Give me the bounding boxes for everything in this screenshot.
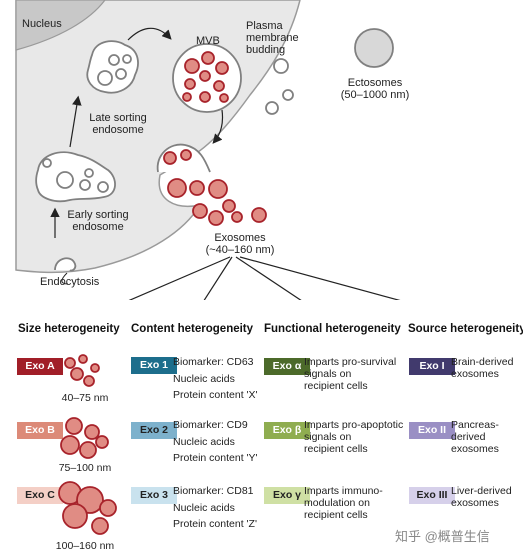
- header-functional: Functional heterogeneity: [264, 323, 401, 335]
- exo-ii-line1: Pancreas-: [451, 419, 499, 431]
- badge-exo-beta: Exo β: [264, 422, 310, 439]
- mvb-arrow: [127, 27, 172, 41]
- range-exo-c: 100–160 nm: [55, 540, 115, 552]
- exo-2-line3: Protein content 'Y': [173, 452, 258, 464]
- exosomes-size: (~40–160 nm): [205, 244, 275, 256]
- badge-exo-2: Exo 2: [131, 422, 177, 439]
- badge-exo-a: Exo A: [17, 358, 63, 375]
- watermark: 知乎 @概普生信: [395, 529, 490, 544]
- exo-iii-line2: exosomes: [451, 497, 499, 509]
- exo-3-line3: Protein content 'Z': [173, 518, 257, 530]
- badge-exo-b: Exo B: [17, 422, 63, 439]
- exo-i-line1: Brain-derived: [451, 356, 514, 368]
- exo-2-line1: Biomarker: CD9: [173, 419, 248, 431]
- exo-alpha-line3: recipient cells: [304, 380, 368, 392]
- exo-3-line2: Nucleic acids: [173, 502, 235, 514]
- plasma-membrane-label-2: membrane: [246, 32, 299, 44]
- plasma-membrane-label-1: Plasma: [246, 20, 283, 32]
- header-source: Source heterogeneity: [408, 323, 523, 335]
- exo-iii-line1: Liver-derived: [451, 485, 512, 497]
- badge-exo-1: Exo 1: [131, 357, 177, 374]
- nucleus: [15, 0, 106, 51]
- early-endosome-label-2: endosome: [72, 221, 124, 233]
- exo-gamma-line3: recipient cells: [304, 509, 368, 521]
- badge-exo-gamma: Exo γ: [264, 487, 310, 504]
- endocytosis-arrow: [61, 272, 69, 285]
- badge-exo-3: Exo 3: [131, 487, 177, 504]
- late-sorting-endosome: [86, 40, 139, 94]
- released-exosomes: [163, 149, 267, 226]
- endocytosis-label: Endocytosis: [40, 276, 100, 288]
- exo-beta-line2: signals on: [304, 431, 352, 443]
- exo-beta-line1: Imparts pro-apoptotic: [304, 419, 404, 431]
- header-content: Content heterogeneity: [131, 323, 254, 335]
- exo-2-line2: Nucleic acids: [173, 436, 235, 448]
- exo-gamma-line1: Imparts immuno-: [304, 485, 383, 497]
- biogenesis-diagram: [15, 0, 401, 300]
- ectosomes-size: (50–1000 nm): [340, 89, 410, 101]
- exo-ii-line2: derived: [451, 431, 486, 443]
- badge-exo-c: Exo C: [17, 487, 63, 504]
- nucleus-label: Nucleus: [22, 18, 62, 30]
- size-vesicles: [58, 354, 117, 535]
- badge-exo-alpha: Exo α: [264, 358, 310, 375]
- late-endosome-label-2: endosome: [92, 124, 144, 136]
- exo-i-line2: exosomes: [451, 368, 499, 380]
- fusion-arrow: [212, 109, 224, 144]
- range-exo-a: 40–75 nm: [61, 392, 109, 404]
- ectosome: [354, 28, 394, 68]
- exo-gamma-line2: modulation on: [304, 497, 370, 509]
- badge-exo-ii: Exo II: [409, 422, 455, 439]
- early-endosome-label-1: Early sorting: [67, 209, 129, 221]
- early-sorting-endosome: [35, 151, 116, 203]
- mvb-label: MVB: [196, 35, 220, 47]
- plasma-membrane-label-3: budding: [246, 44, 286, 56]
- exo-ii-line3: exosomes: [451, 443, 499, 455]
- exo-alpha-line1: Imparts pro-survival: [304, 356, 397, 368]
- exosomes-label: Exosomes: [214, 232, 266, 244]
- late-arrow: [69, 95, 82, 148]
- range-exo-b: 75–100 nm: [58, 462, 112, 474]
- exo-1-line3: Protein content 'X': [173, 389, 258, 401]
- late-endosome-label-1: Late sorting: [89, 112, 147, 124]
- endocytosis-pit: [54, 257, 77, 272]
- ectosomes-label: Ectosomes: [347, 77, 403, 89]
- badge-exo-i: Exo I: [409, 358, 455, 375]
- exo-3-line1: Biomarker: CD81: [173, 485, 254, 497]
- exo-alpha-line2: signals on: [304, 368, 352, 380]
- header-size: Size heterogeneity: [18, 323, 120, 335]
- badge-exo-iii: Exo III: [409, 487, 455, 504]
- exo-beta-line3: recipient cells: [304, 443, 368, 455]
- heterogeneity-arrows: [128, 256, 401, 300]
- exo-1-line1: Biomarker: CD63: [173, 356, 254, 368]
- exo-1-line2: Nucleic acids: [173, 373, 235, 385]
